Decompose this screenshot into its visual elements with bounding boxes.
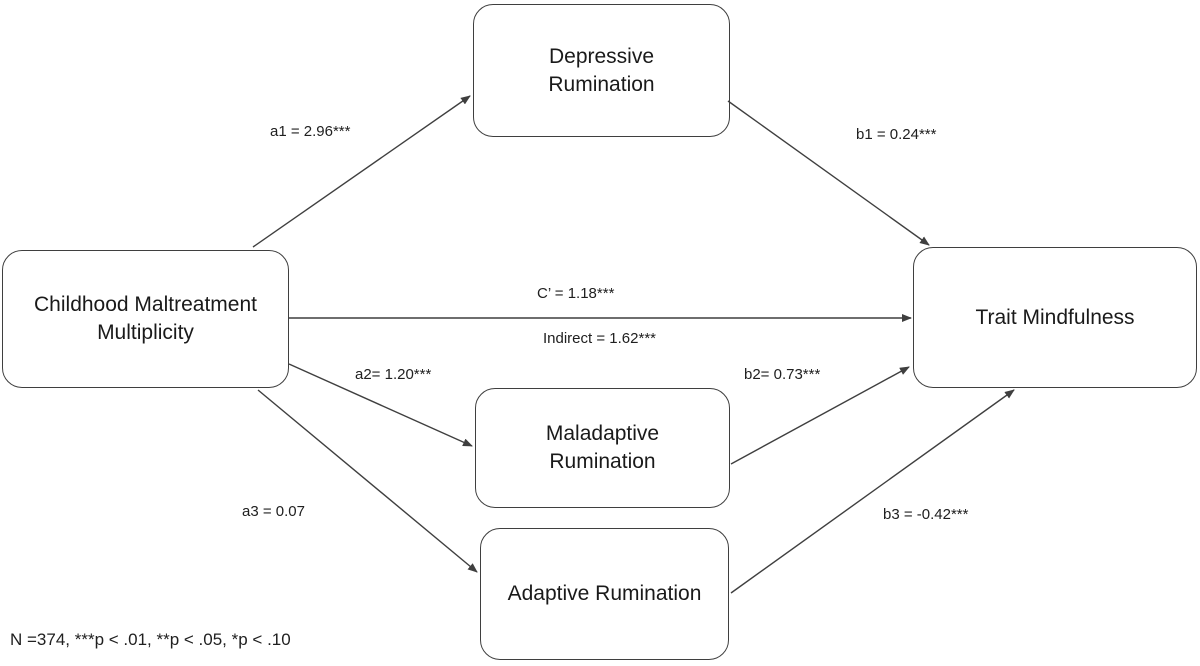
path-label-a3: a3 = 0.07 [242,503,305,520]
node-label-line: Adaptive Rumination [507,582,702,606]
node-maladaptive-rumination: Maladaptive Rumination [475,388,730,508]
path-label-a1: a1 = 2.96*** [270,123,351,140]
node-label-line: Rumination [549,450,656,473]
node-label-line: Depressive [548,44,655,68]
path-label-indirect: Indirect = 1.62*** [543,330,656,347]
node-label-line: Multiplicity [97,321,194,344]
node-label-line: Trait Mindfulness [975,305,1135,329]
path-label-direct: C’ = 1.18*** [537,285,615,302]
node-depressive-rumination: Depressive Rumination [473,4,730,137]
arrow-a1-childhood-to-depressive [252,95,471,248]
path-label-a2: a2= 1.20*** [355,366,432,383]
node-label-line: Childhood Maltreatment [34,293,257,317]
node-trait-mindfulness: Trait Mindfulness [913,247,1197,388]
node-adaptive-rumination: Adaptive Rumination [480,528,729,660]
path-label-b2: b2= 0.73*** [744,366,821,383]
node-label-line: Rumination [548,72,655,96]
arrow-b3-adaptive-to-trait [730,389,1015,594]
path-label-b3: b3 = -0.42*** [883,506,969,523]
node-childhood-maltreatment: Childhood Maltreatment Multiplicity [2,250,289,388]
arrow-b1-depressive-to-trait [727,100,930,246]
footnote: N =374, ***p < .01, **p < .05, *p < .10 [10,630,291,649]
path-label-b1: b1 = 0.24*** [856,126,937,143]
node-label-line: Maladaptive [545,422,660,446]
arrow-a3-childhood-to-adaptive [257,389,478,573]
